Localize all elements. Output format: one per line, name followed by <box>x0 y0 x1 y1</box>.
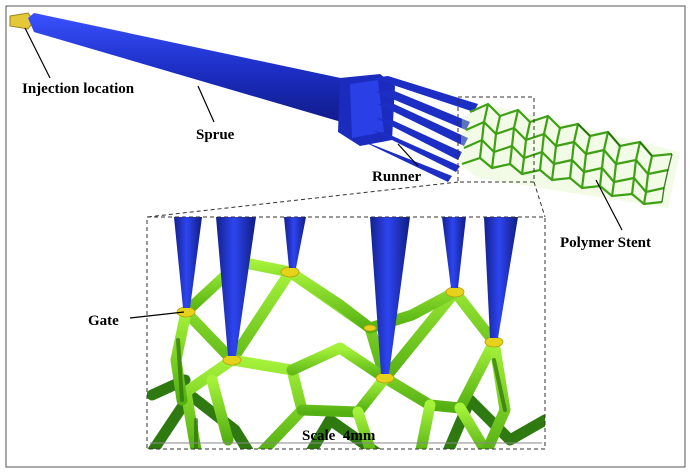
sprue-leader <box>198 86 214 122</box>
gate-label: Gate <box>88 313 119 329</box>
scale-label: Scale 4mm <box>302 428 376 444</box>
zoom-connector-left <box>147 182 458 217</box>
stent-overview <box>460 104 680 208</box>
injection-location-label: Injection location <box>22 81 135 97</box>
sprue <box>28 13 355 126</box>
runner-label: Runner <box>372 169 422 185</box>
polymer-stent-label: Polymer Stent <box>560 235 651 251</box>
sprue-label: Sprue <box>196 127 235 143</box>
